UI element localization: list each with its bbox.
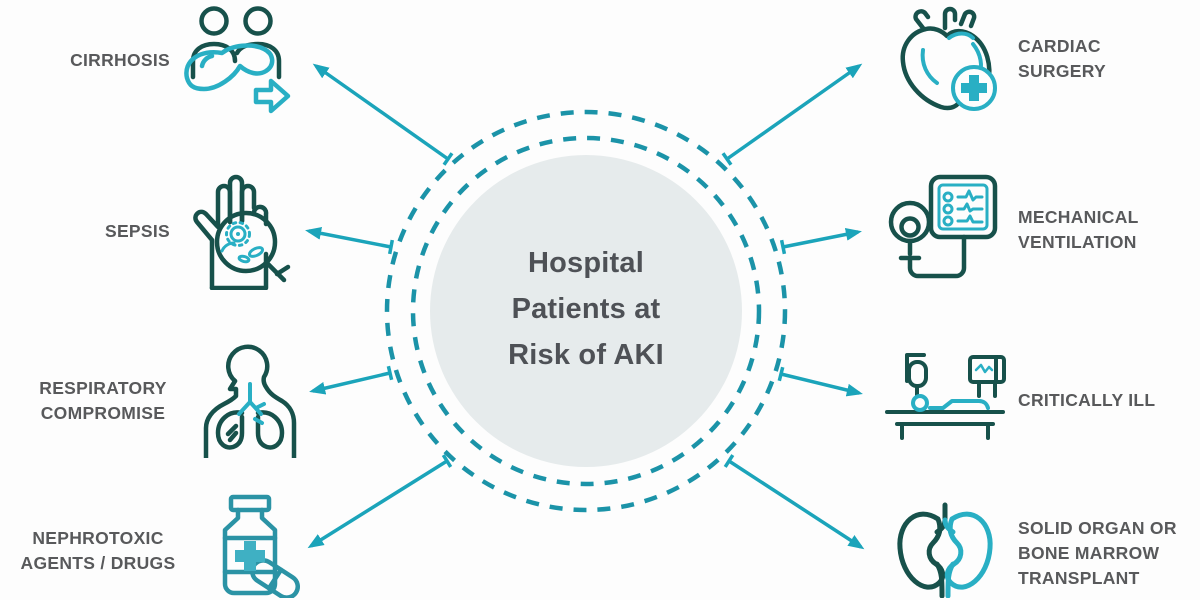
- people-liver-icon: [184, 6, 291, 114]
- arrow-to-cirrhosis: [312, 63, 454, 166]
- hand-magnifier-germs-icon: [193, 174, 291, 290]
- label-mechanical-ventilation: MECHANICAL VENTILATION: [1018, 207, 1139, 252]
- outer-dashed-ring: [384, 109, 788, 513]
- kidneys-icon: [897, 502, 993, 598]
- plus-icon: [961, 75, 987, 101]
- center-title: Hospital Patients at Risk of AKI: [508, 247, 664, 371]
- medical-cross-icon: [235, 541, 265, 571]
- inner-dashed-ring: [410, 135, 762, 487]
- label-cardiac-surgery: CARDIAC SURGERY: [1018, 36, 1106, 81]
- label-critically-ill: CRITICALLY ILL: [1018, 390, 1156, 410]
- arrow-to-critically-ill: [777, 366, 863, 397]
- arrow-to-cardiac-surgery: [721, 63, 863, 166]
- label-nephrotoxic-agents: NEPHROTOXIC AGENTS / DRUGS: [20, 528, 176, 573]
- lungs-airway-icon: [203, 344, 297, 458]
- heart-plus-icon: [900, 6, 997, 111]
- pill-bottle-icon: [222, 494, 300, 598]
- arrow-to-nephrotoxic: [307, 454, 453, 549]
- center-circle: [430, 155, 742, 467]
- ventilator-monitor-icon: [888, 174, 998, 279]
- label-sepsis: SEPSIS: [104, 221, 170, 241]
- arrow-to-transplant: [723, 454, 865, 550]
- arrow-to-respiratory: [309, 365, 394, 395]
- arrow-to-mechanical-ventilation: [779, 228, 862, 255]
- label-cirrhosis: CIRRHOSIS: [70, 50, 170, 70]
- patient-bed-icon: [885, 353, 1006, 440]
- label-respiratory-compromise: RESPIRATORY COMPROMISE: [39, 378, 167, 423]
- label-transplant: SOLID ORGAN OR BONE MARROW TRANSPLANT: [1018, 518, 1177, 588]
- arrow-to-sepsis: [305, 226, 395, 255]
